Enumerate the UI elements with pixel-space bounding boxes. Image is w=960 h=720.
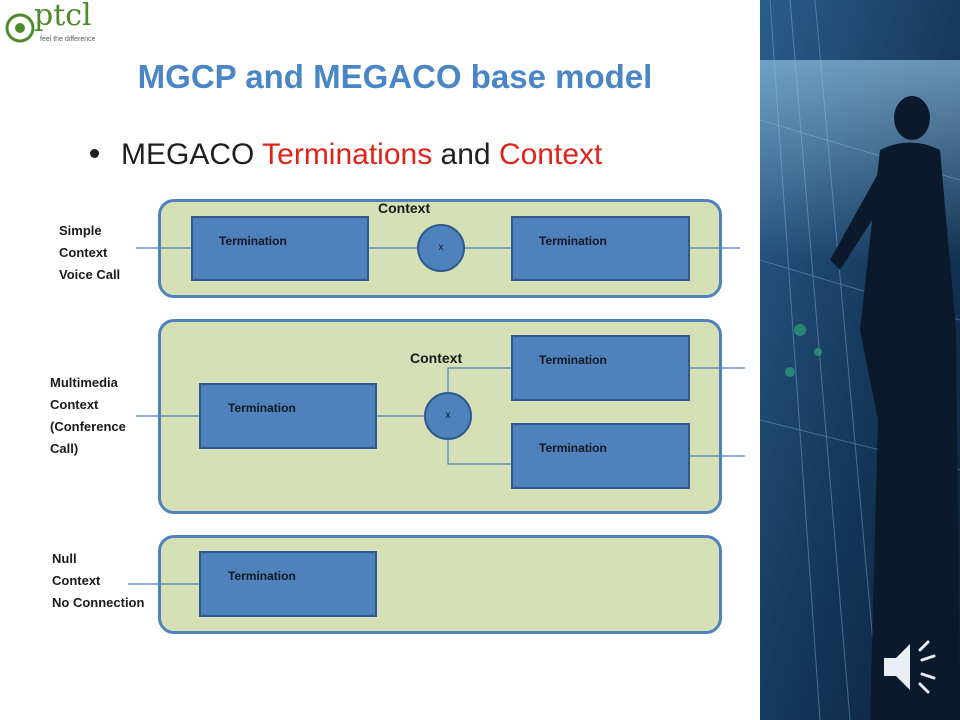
simple-context-node: x [417,224,465,272]
bullet-highlight-terminations: Terminations [262,138,433,171]
multimedia-context-label: Multimedia Context (Conference Call) [50,372,126,460]
simple-context-label: Simple Context Voice Call [59,220,120,286]
decorative-business-image [760,0,960,720]
side-label-line: (Conference [50,419,126,434]
ptcl-logo: ptcl feel the difference [4,0,100,46]
slide-title: MGCP and MEGACO base model [137,58,653,95]
speaker-icon[interactable] [884,640,936,694]
logo-ring-icon [5,13,35,43]
bullet-prefix: MEGACO [121,138,263,171]
multimedia-termination-top: Termination [511,335,690,401]
multimedia-context-node: x [424,392,472,440]
multimedia-termination-left: Termination [199,383,377,449]
simple-termination-right: Termination [511,216,690,281]
bullet-dot-icon [90,148,99,158]
multimedia-context-title: Context [410,350,463,366]
side-label-line: Null [52,551,77,566]
side-label-line: Simple [59,223,102,238]
multimedia-termination-bottom: Termination [511,423,690,489]
bullet-point: MEGACO Terminations and Context [90,138,602,172]
bullet-middle: and [432,138,499,171]
null-context-label: Null Context No Connection [52,548,144,614]
simple-context-title: Context [378,200,431,216]
logo-wordmark: ptcl [34,0,92,33]
logo-tagline: feel the difference [40,36,96,43]
simple-termination-left: Termination [191,216,369,281]
side-label-line: Context [52,573,101,588]
side-label-line: Call) [50,441,79,456]
side-label-line: Multimedia [50,375,118,390]
side-label-line: Context [59,245,108,260]
side-label-line: No Connection [52,595,145,610]
side-label-line: Context [50,397,99,412]
side-label-line: Voice Call [59,267,121,282]
null-termination: Termination [199,551,377,617]
bullet-highlight-context: Context [498,138,603,171]
